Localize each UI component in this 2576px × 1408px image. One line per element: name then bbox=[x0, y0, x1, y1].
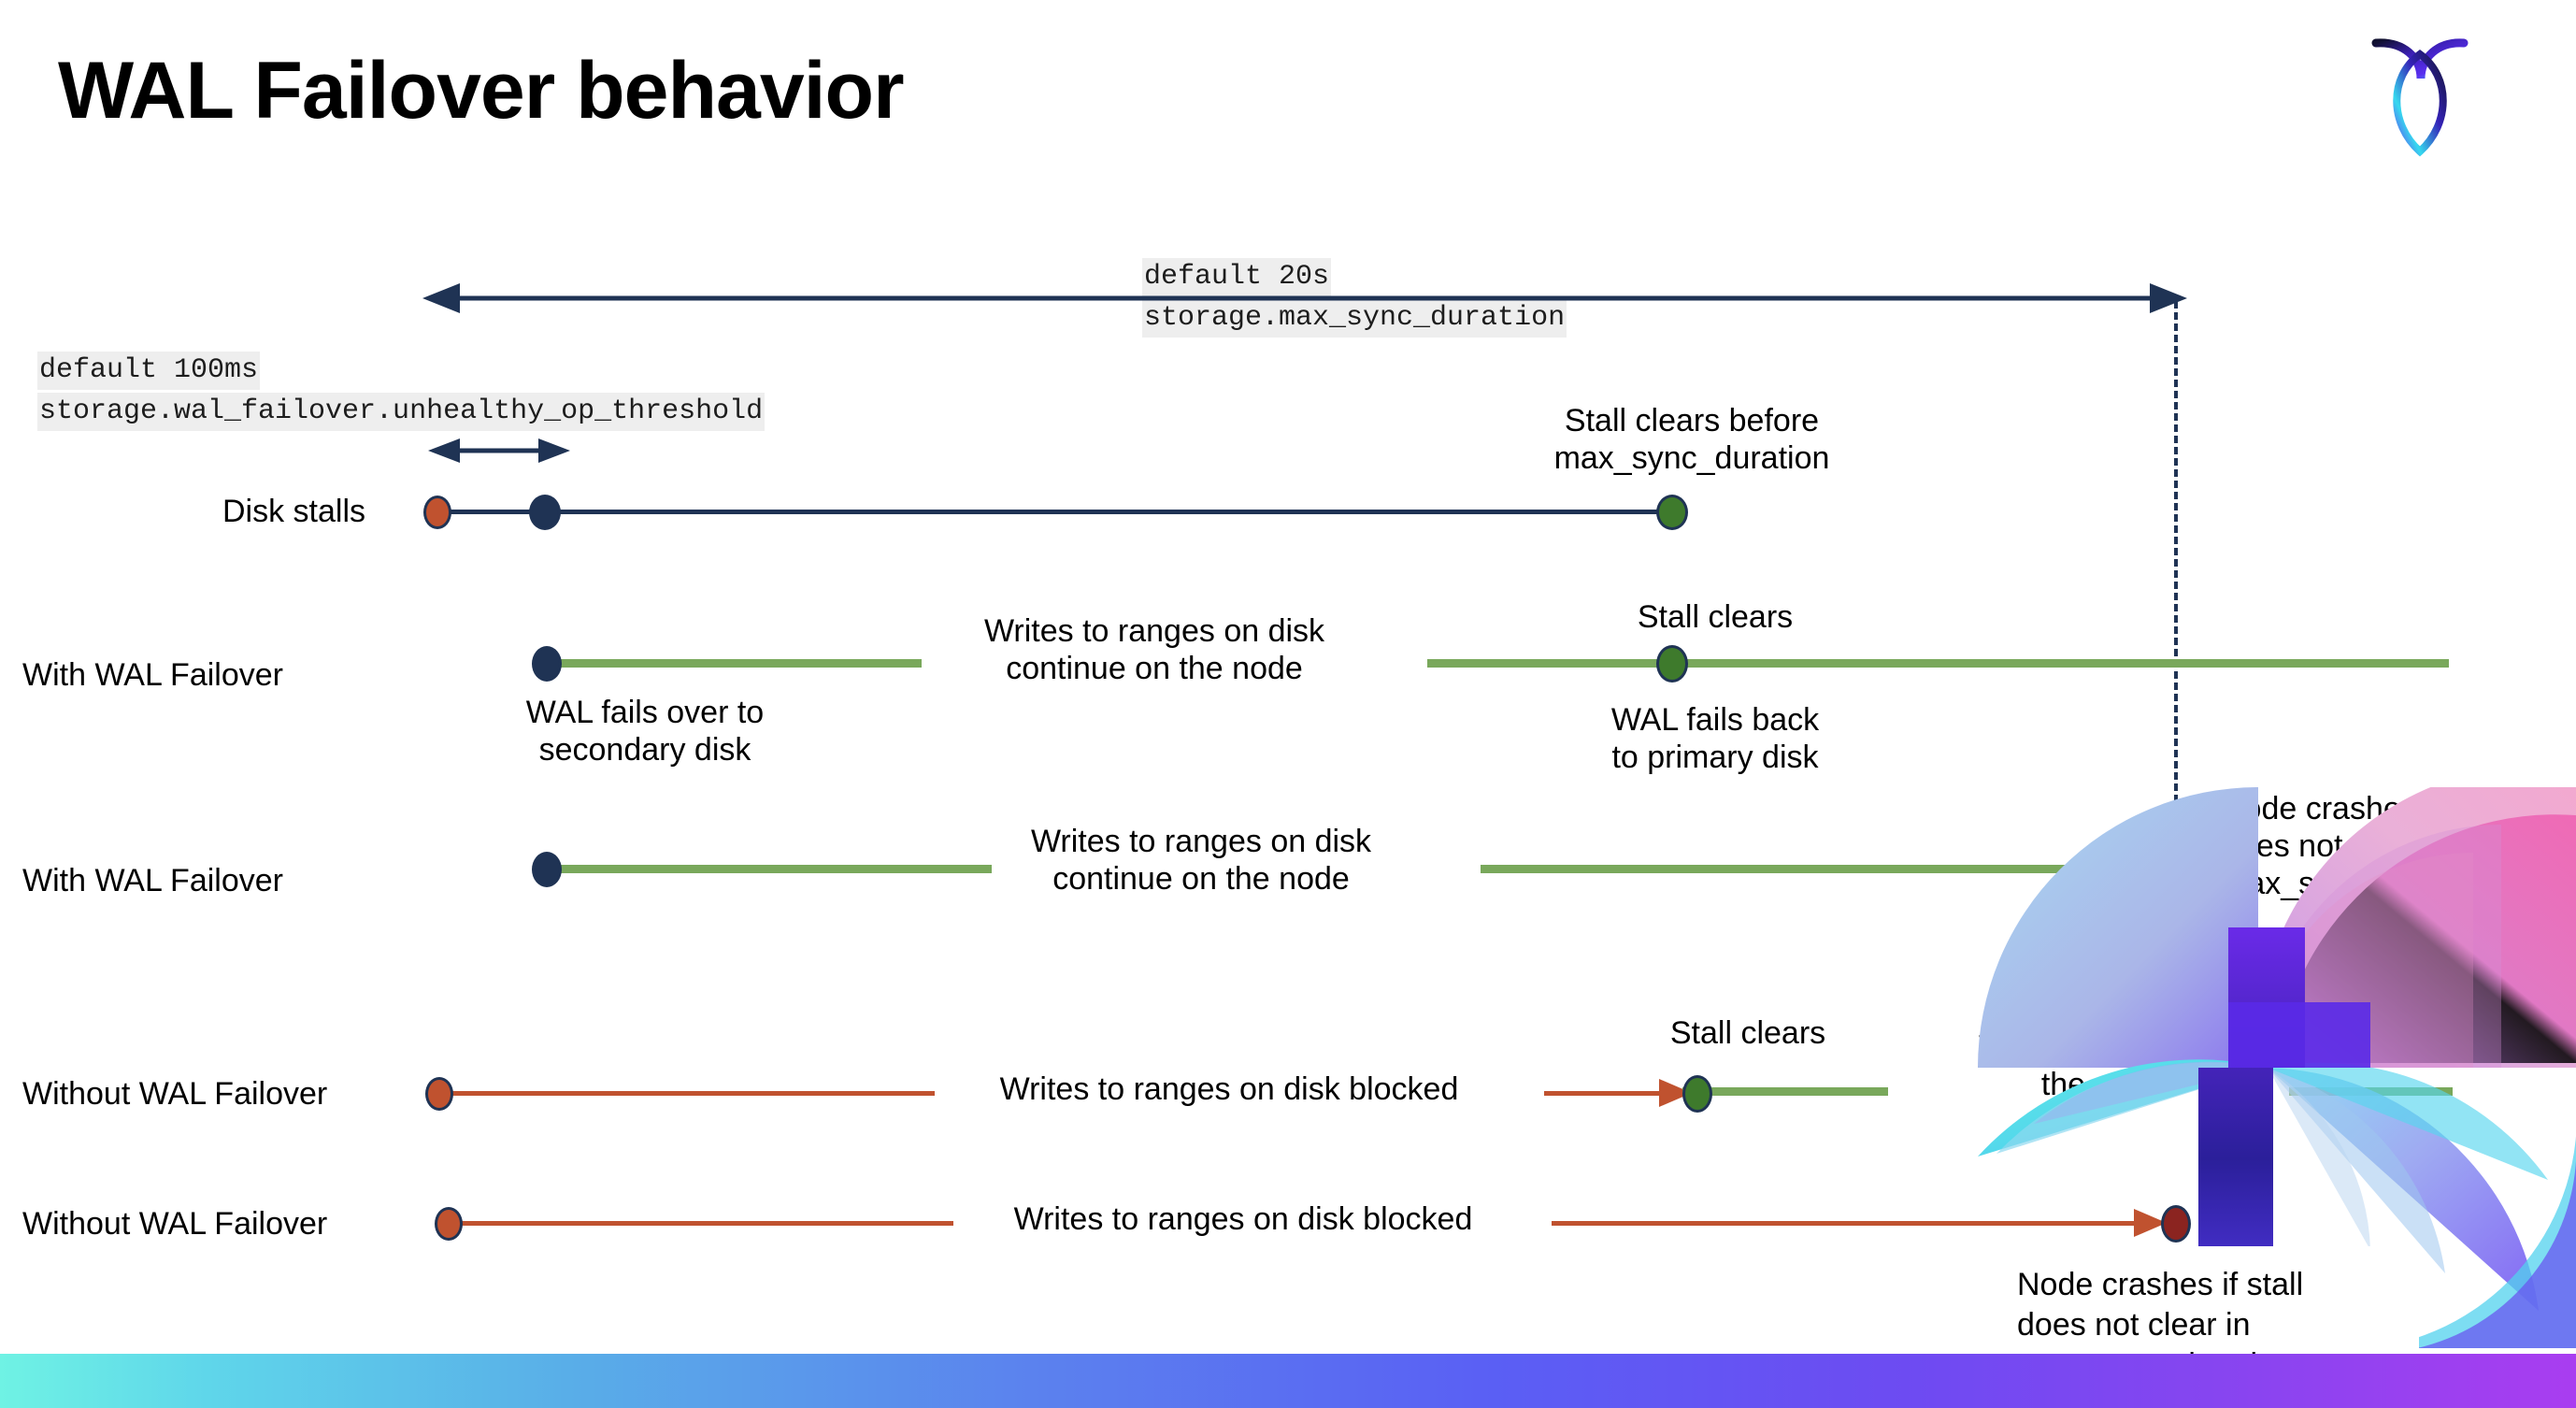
unhealthy-op-threshold-default-chip: default 100ms bbox=[37, 352, 261, 390]
row-label-disk-stalls: Disk stalls bbox=[222, 494, 366, 529]
row-label-with-wal-failover-1: With WAL Failover bbox=[22, 657, 283, 693]
node-crash-dot-row5 bbox=[2161, 1205, 2191, 1243]
without-failover-resume-line-row4b bbox=[2289, 1087, 2453, 1096]
without-failover-blocked-line-row5 bbox=[449, 1221, 953, 1226]
disk-stall-timeline bbox=[437, 510, 1671, 514]
row-label-without-wal-failover-1: Without WAL Failover bbox=[22, 1076, 328, 1112]
wal-failover-trigger-dot bbox=[529, 495, 561, 530]
annotation-writes-continue-row2: Writes to ranges on disk continue on the… bbox=[983, 613, 1325, 687]
with-failover-segment-a bbox=[548, 659, 922, 668]
annotation-wal-fails-over: WAL fails over to secondary disk bbox=[525, 695, 765, 769]
disk-stall-start-dot bbox=[423, 496, 451, 529]
without-failover-blocked-line-row4 bbox=[439, 1091, 935, 1096]
bottom-gradient-bar bbox=[0, 1354, 2576, 1408]
with-failover-segment-b bbox=[1427, 659, 2449, 668]
without-failover-blocked-line-row4b bbox=[1544, 1091, 1675, 1096]
annotation-stall-clears-row2: Stall clears bbox=[1637, 599, 1794, 635]
stall-clears-dot-row2 bbox=[1656, 645, 1688, 682]
annotation-stall-clears-row4: Stall clears bbox=[1669, 1015, 1826, 1051]
row-label-without-wal-failover-2: Without WAL Failover bbox=[22, 1206, 328, 1242]
without-failover-blocked-line-row5b bbox=[1552, 1221, 2140, 1226]
max-sync-duration-default-chip: default 20s bbox=[1142, 258, 1332, 296]
annotation-wal-fails-back: WAL fails back to primary disk bbox=[1610, 702, 1820, 776]
with-failover-crash-segment-a bbox=[548, 865, 992, 873]
max-sync-duration-setting-chip: storage.max_sync_duration bbox=[1142, 299, 1567, 338]
cockroachdb-logo-icon bbox=[2371, 38, 2469, 157]
node-crash-dot-row3 bbox=[2159, 852, 2189, 887]
disk-stall-start-dot-row5 bbox=[435, 1207, 463, 1241]
with-failover-crash-segment-b bbox=[1481, 865, 2172, 873]
stall-clears-dot-row1 bbox=[1656, 495, 1688, 530]
annotation-writes-resume: Writes resume on the node bbox=[1979, 1029, 2227, 1103]
unhealthy-op-threshold-span-arrow bbox=[428, 438, 570, 463]
annotation-writes-continue-row3: Writes to ranges on disk continue on the… bbox=[1030, 824, 1372, 898]
wal-failover-start-dot-row3 bbox=[532, 852, 562, 887]
unhealthy-op-threshold-setting-chip: storage.wal_failover.unhealthy_op_thresh… bbox=[37, 393, 766, 431]
annotation-node-crashes-upper: Node crashes if stall does not clear in … bbox=[2221, 791, 2508, 902]
page-title: WAL Failover behavior bbox=[58, 46, 905, 136]
row-label-with-wal-failover-2: With WAL Failover bbox=[22, 863, 283, 898]
stall-clears-dot-row4 bbox=[1682, 1075, 1712, 1113]
wal-failover-start-dot-row2 bbox=[532, 646, 562, 682]
without-failover-resume-line-row4 bbox=[1682, 1087, 1888, 1096]
annotation-stall-clears-before-max: Stall clears before max_sync_duration bbox=[1553, 403, 1830, 477]
annotation-writes-blocked-row4: Writes to ranges on disk blocked bbox=[999, 1071, 1459, 1107]
disk-stall-start-dot-row4 bbox=[425, 1077, 453, 1111]
annotation-writes-blocked-row5: Writes to ranges on disk blocked bbox=[1013, 1201, 1473, 1237]
max-sync-duration-dashed-guide bbox=[2174, 301, 2178, 881]
